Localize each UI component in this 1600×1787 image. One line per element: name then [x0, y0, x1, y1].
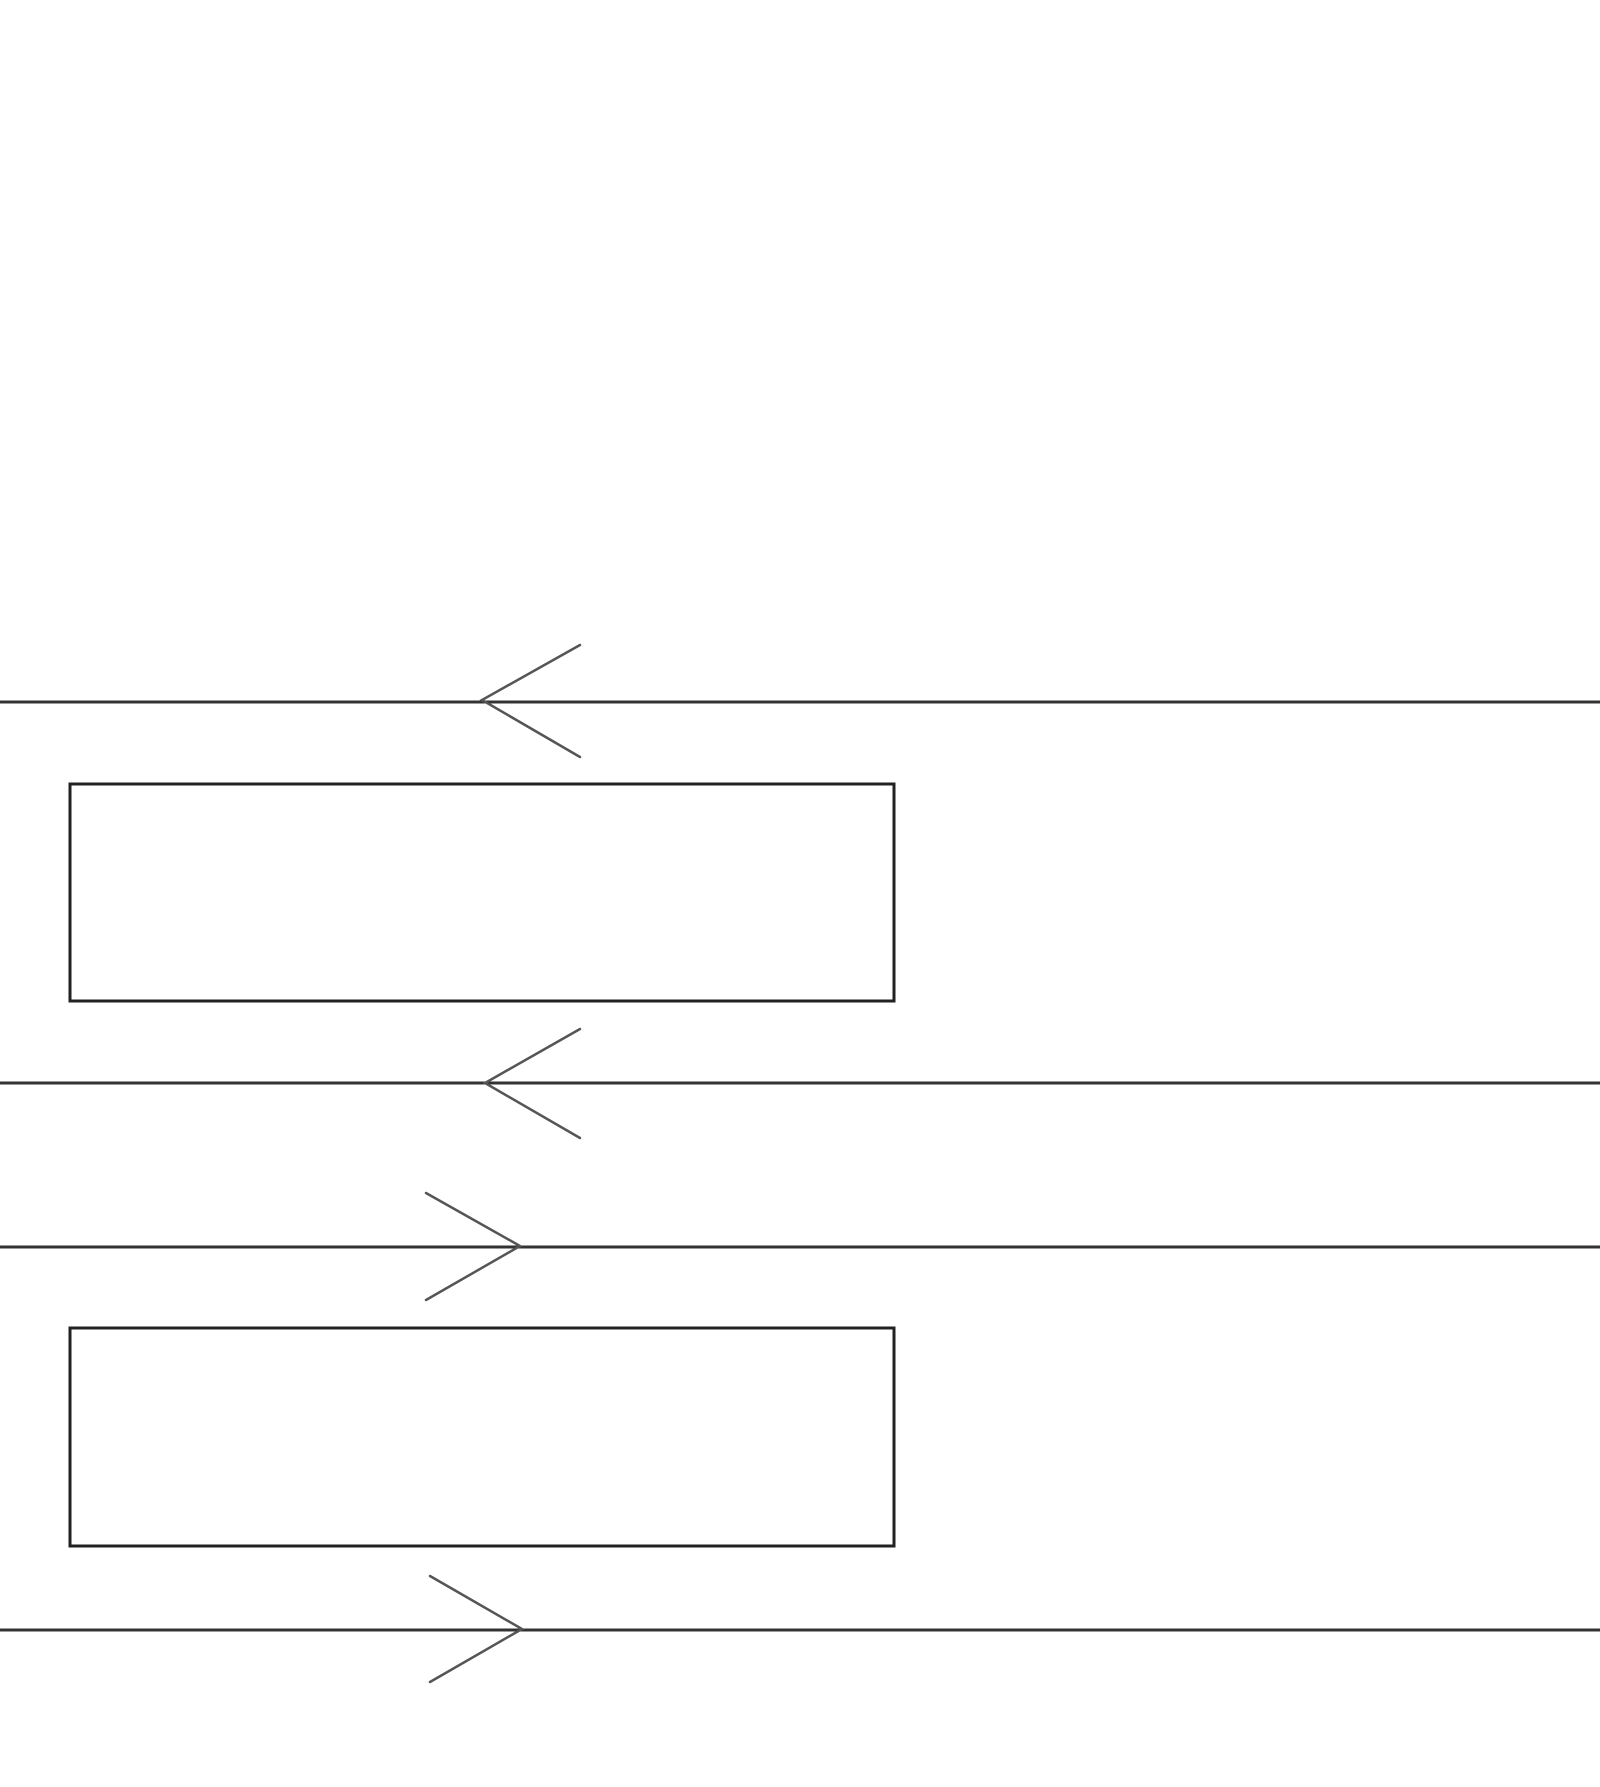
box-lower-rect [68, 1326, 896, 1548]
box-upper [68, 782, 896, 1003]
line-3-arrowhead-right-icon [424, 1191, 523, 1302]
line-1-arrowhead-left-icon [479, 643, 582, 759]
box-lower [68, 1326, 896, 1548]
box-upper-rect [68, 782, 896, 1003]
line-2-arrowhead-left-icon [482, 1027, 582, 1140]
flow-line-2 [0, 1027, 1600, 1140]
flow-line-1 [0, 643, 1600, 759]
line-4-arrowhead-right-icon [428, 1574, 525, 1684]
flow-line-4 [0, 1574, 1600, 1684]
flow-line-3 [0, 1191, 1600, 1302]
